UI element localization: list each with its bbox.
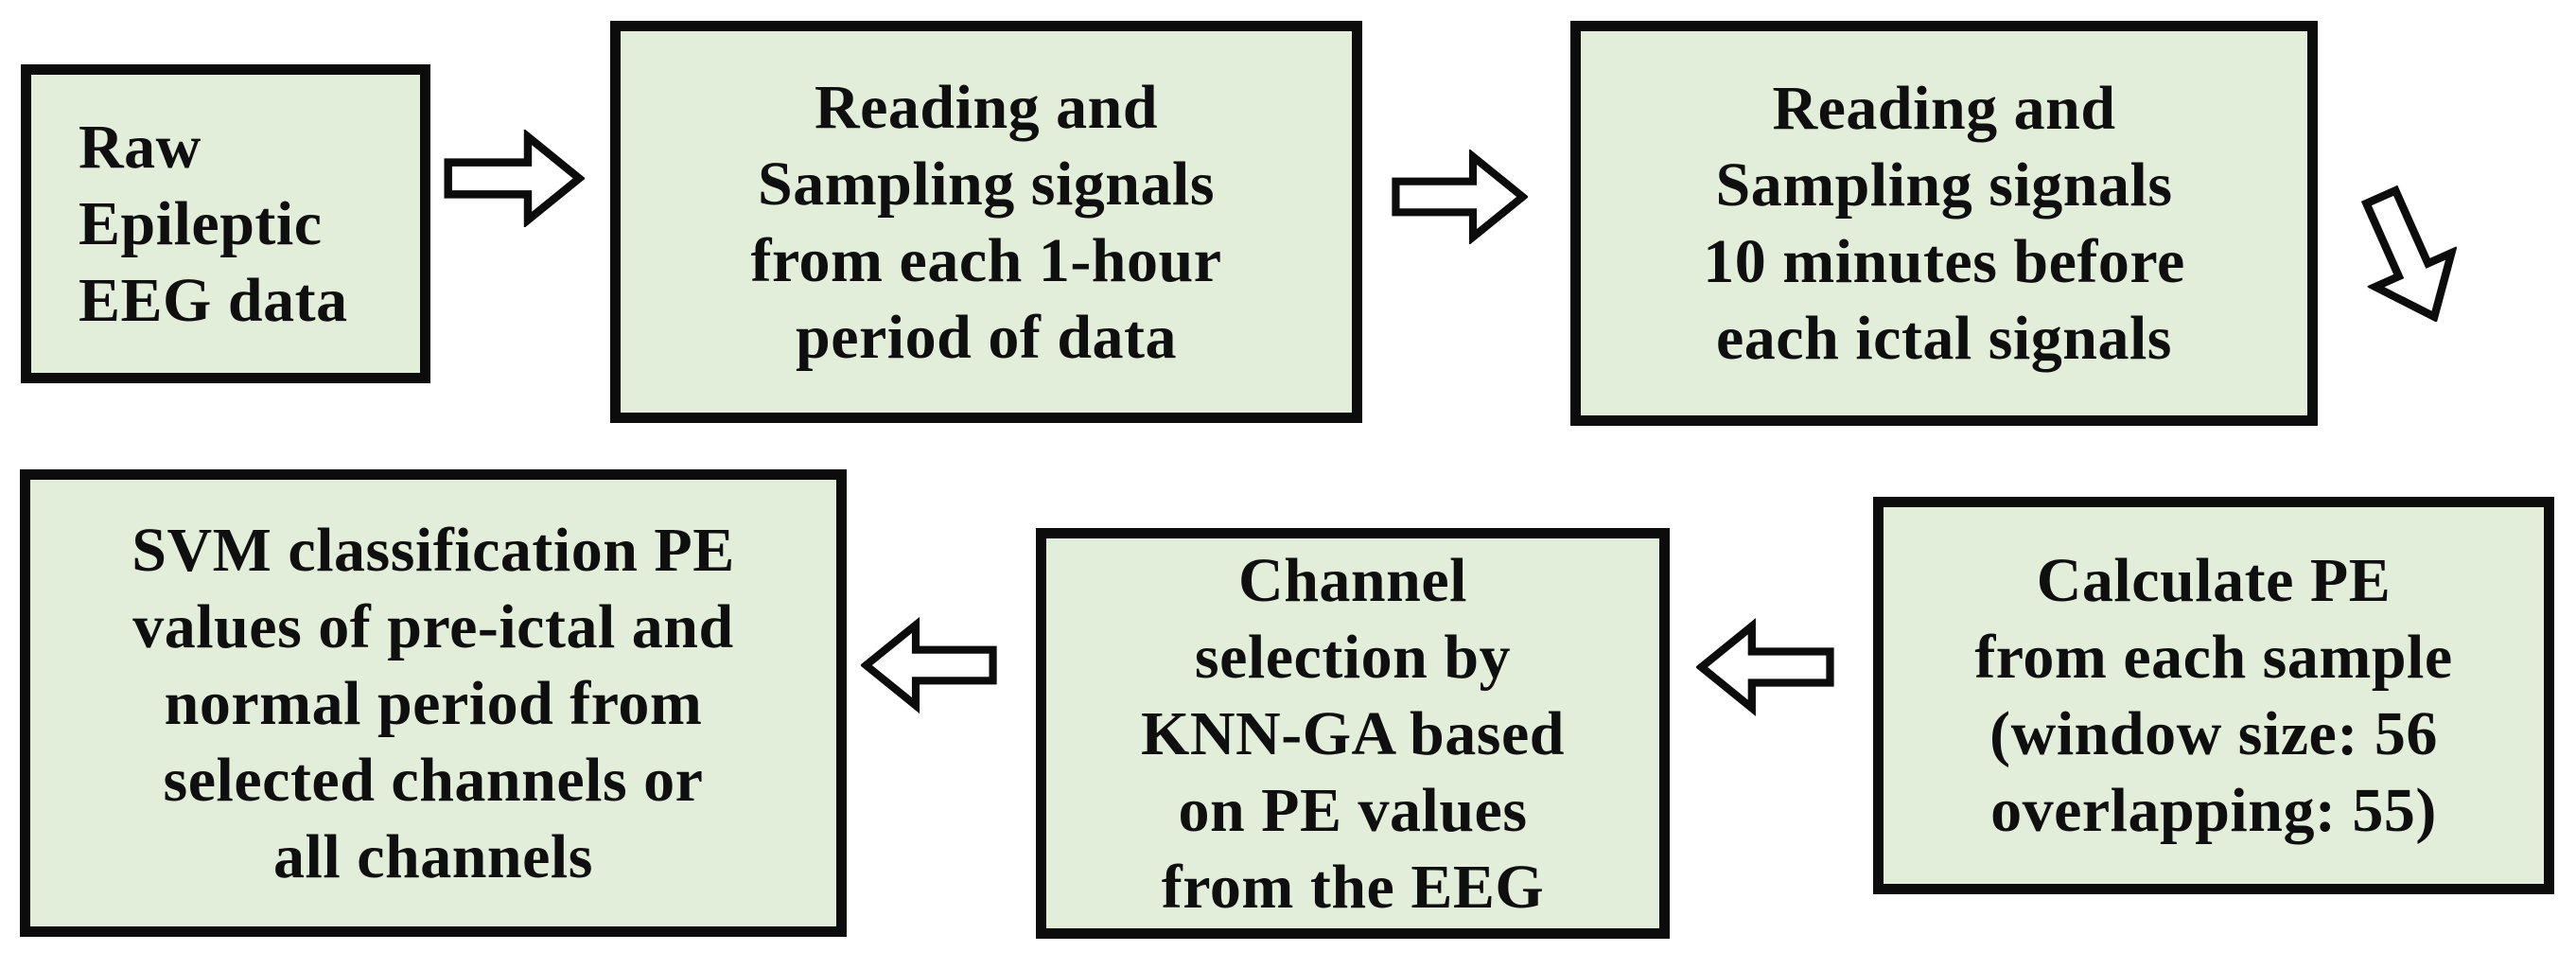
box-text-line: Reading and (814, 72, 1159, 142)
block-arrow-right-icon (444, 130, 585, 227)
box-text-line: Calculate PE (2036, 546, 2392, 615)
flowchart-box-raw-eeg-data: Raw Epileptic EEG data (21, 64, 430, 383)
flowchart-box-svm-classification: SVM classification PE values of pre-icta… (20, 469, 847, 937)
flowchart-box-reading-sampling-10-minutes: Reading and Sampling signals 10 minutes … (1570, 21, 2318, 426)
box-text-line: EEG data (79, 266, 348, 335)
flowchart-box-reading-sampling-1-hour: Reading and Sampling signals from each 1… (610, 21, 1362, 423)
box-text-line: SVM classification PE (131, 515, 735, 585)
box-text-line: all channels (273, 821, 593, 891)
flowchart-box-calculate-pe: Calculate PE from each sample (window si… (1873, 497, 2554, 894)
block-arrow-right-icon (1392, 150, 1528, 244)
box-text-line: 10 minutes before (1703, 227, 2185, 296)
box-text-line: selected channels or (163, 745, 704, 815)
box-text-line: overlapping: 55) (1990, 776, 2437, 845)
box-text-line: Sampling signals (757, 149, 1216, 219)
box-text-line: values of pre-ictal and (132, 591, 734, 661)
box-text-line: from the EEG (1161, 852, 1545, 922)
box-text-line: Raw (79, 113, 202, 182)
box-text-line: Sampling signals (1715, 150, 2173, 220)
flowchart-box-channel-selection: Channel selection by KNN-GA based on PE … (1036, 528, 1670, 939)
block-arrow-left-icon (861, 616, 997, 714)
box-text-line: each ictal signals (1716, 304, 2172, 373)
box-text-line: on PE values (1178, 775, 1528, 845)
box-text-line: Reading and (1772, 74, 2116, 143)
box-text-line: Epileptic (79, 189, 323, 258)
box-text-line: normal period from (164, 668, 703, 738)
box-text-line: selection by (1194, 622, 1512, 692)
block-arrow-down-right-icon (2360, 185, 2458, 323)
box-text-line: from each 1-hour (750, 225, 1222, 295)
box-text-line: from each sample (1974, 623, 2453, 692)
box-text-line: Channel (1238, 545, 1467, 615)
box-text-line: period of data (796, 302, 1177, 372)
block-arrow-left-icon (1696, 618, 1834, 716)
box-text-line: KNN-GA based (1141, 698, 1565, 768)
box-text-line: (window size: 56 (1989, 699, 2438, 768)
